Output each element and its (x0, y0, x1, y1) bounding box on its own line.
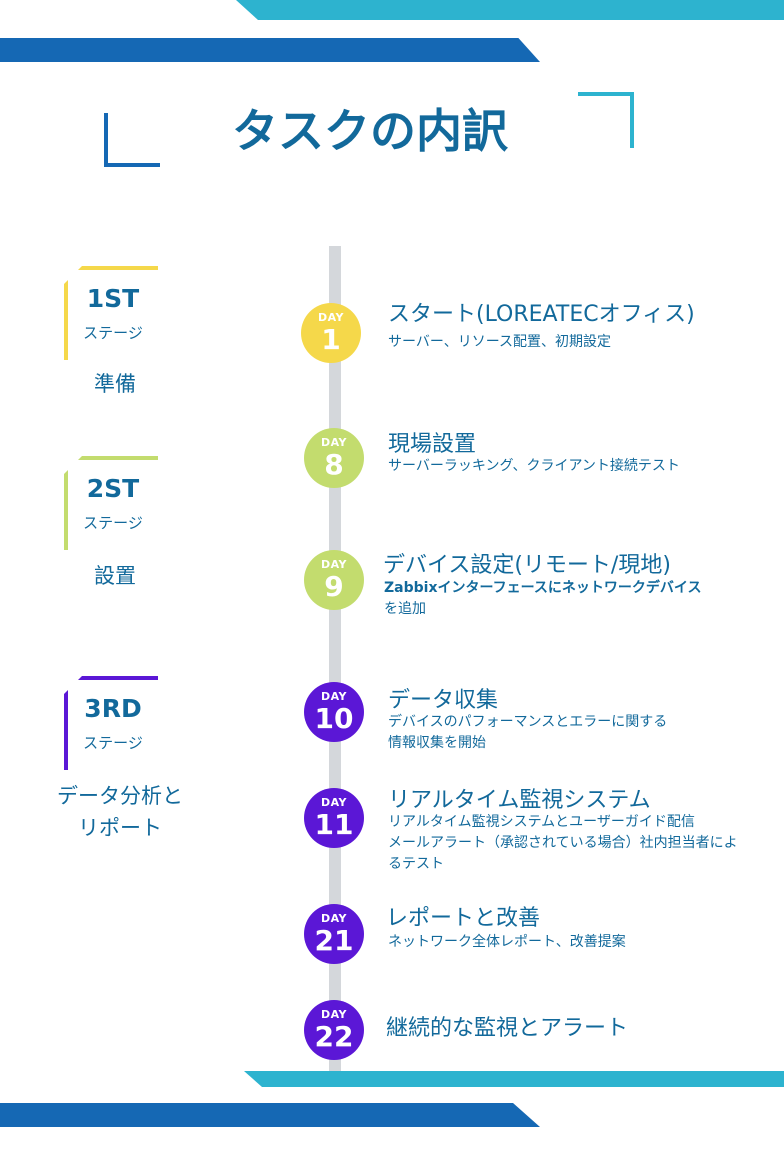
day-label: DAY (320, 796, 348, 809)
day-label: DAY (320, 558, 348, 571)
day-number: 21 (314, 924, 354, 957)
event-4-desc-line1: デバイスのパフォーマンスとエラーに関する (388, 714, 668, 730)
page-title: タスクの内訳 (232, 104, 508, 158)
day-label: DAY (320, 1008, 348, 1021)
stage-3-label: データ分析と リポート (30, 780, 210, 844)
stage-unit: ステージ (83, 734, 143, 752)
day-21-marker: DAY 21 (304, 904, 364, 964)
day-label: DAY (320, 436, 348, 449)
event-5-desc-line3: るテスト (388, 856, 444, 872)
stage-3-badge: 3RD ステージ (68, 680, 158, 770)
event-2-title: 現場設置 (388, 432, 477, 457)
event-5-desc-line2: メールアラート（承認されている場合）社内担当者によ (388, 835, 738, 851)
top-teal-band (236, 0, 784, 20)
day-number: 10 (314, 702, 354, 735)
stage-unit: ステージ (83, 324, 143, 342)
day-number: 22 (314, 1020, 354, 1053)
event-5-desc: リアルタイム監視システムとユーザーガイド配信 メールアラート（承認されている場合… (388, 812, 780, 875)
stage-3-label-line1: データ分析と (57, 784, 183, 808)
day-11-marker: DAY 11 (304, 788, 364, 848)
title-bracket-right (578, 92, 634, 148)
event-7-title: 継続的な監視とアラート (386, 1016, 629, 1041)
day-1-marker: DAY 1 (301, 303, 361, 363)
event-4-desc: デバイスのパフォーマンスとエラーに関する 情報収集を開始 (388, 712, 667, 754)
stage-number: 2ST (86, 474, 140, 503)
top-blue-band (0, 38, 540, 62)
stage-1-label: 準備 (94, 372, 136, 396)
day-10-marker: DAY 10 (304, 682, 364, 742)
day-9-marker: DAY 9 (304, 550, 364, 610)
day-number: 8 (324, 448, 344, 481)
event-5-desc-line1: リアルタイム監視システムとユーザーガイド配信 (388, 814, 695, 830)
event-4-desc-line2: 情報収集を開始 (388, 735, 486, 751)
bottom-teal-band (244, 1071, 784, 1087)
stage-3-label-line2: リポート (78, 816, 162, 840)
day-22-marker: DAY 22 (304, 1000, 364, 1060)
event-3-title: デバイス設定(リモート/現地) (383, 553, 671, 578)
event-2-desc: サーバーラッキング、クライアント接続テスト (388, 458, 680, 474)
day-label: DAY (320, 690, 348, 703)
stage-number: 3RD (84, 694, 142, 723)
day-number: 11 (314, 808, 354, 841)
bottom-blue-band (0, 1103, 540, 1127)
event-1-title: スタート(LOREATECオフィス) (388, 302, 695, 327)
event-5-title: リアルタイム監視システム (388, 788, 651, 813)
stage-2-label: 設置 (94, 564, 136, 588)
event-6-title: レポートと改善 (386, 906, 541, 931)
day-label: DAY (317, 311, 345, 324)
event-3-desc: Zabbixインターフェースにネットワークデバイス を追加 (384, 578, 702, 620)
event-6-desc: ネットワーク全体レポート、改善提案 (388, 934, 626, 950)
day-8-marker: DAY 8 (304, 428, 364, 488)
stage-1-badge: 1ST ステージ (68, 270, 158, 360)
stage-number: 1ST (86, 284, 140, 313)
stage-unit: ステージ (83, 514, 143, 532)
event-1-desc: サーバー、リソース配置、初期設定 (388, 334, 612, 350)
day-number: 1 (321, 323, 341, 356)
event-3-desc-line1: Zabbixインターフェースにネットワークデバイス (384, 580, 702, 596)
title-bracket-left (104, 113, 160, 167)
day-number: 9 (324, 570, 344, 603)
stage-2-badge: 2ST ステージ (68, 460, 158, 550)
event-3-desc-line2: を追加 (384, 601, 426, 617)
event-4-title: データ収集 (388, 688, 499, 713)
day-label: DAY (320, 912, 348, 925)
